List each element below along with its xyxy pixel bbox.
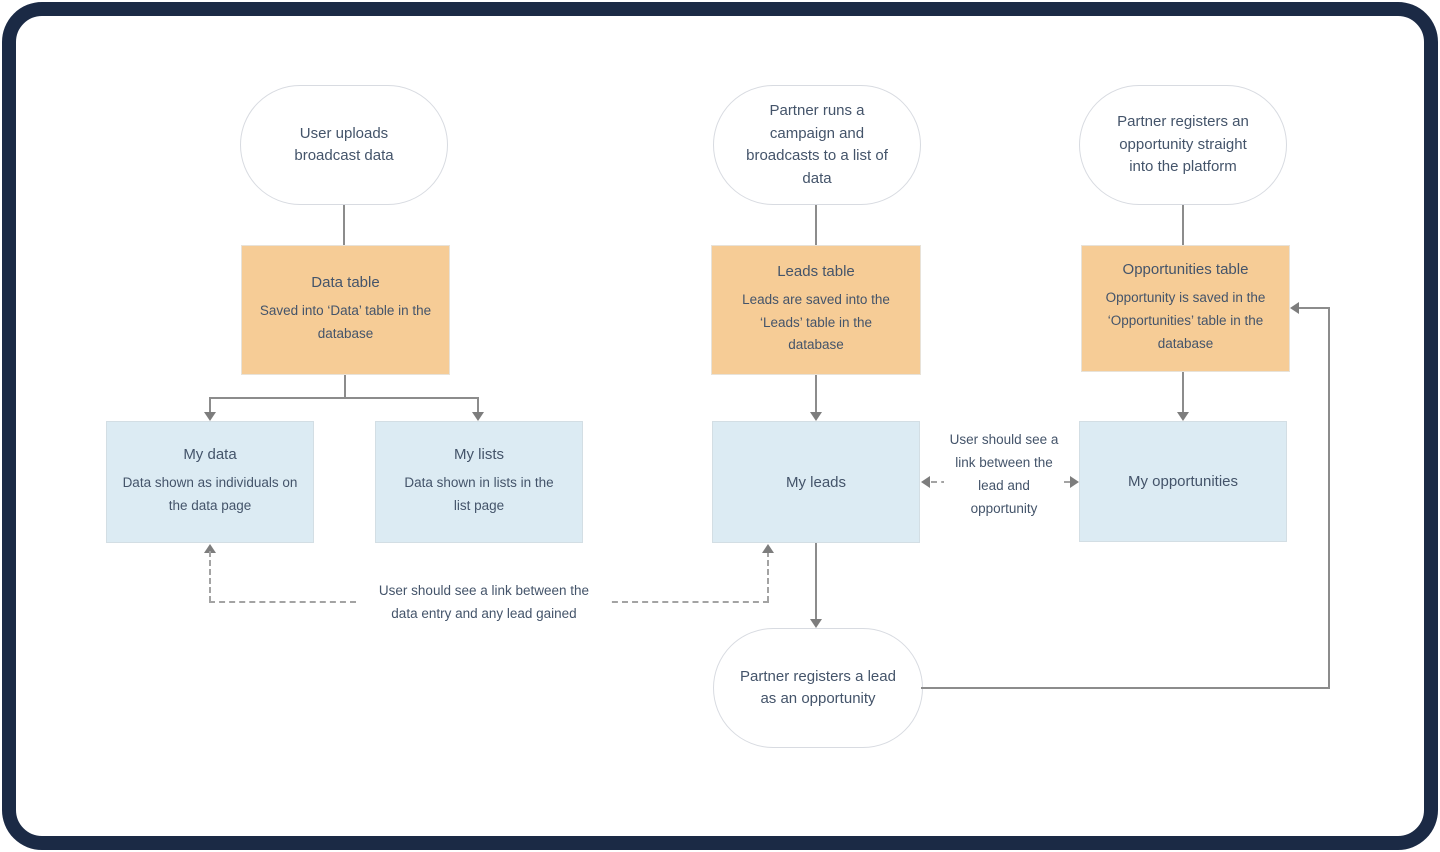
page-node-title: My opportunities	[1127, 473, 1239, 490]
start-node-label: Partner registers an opportunity straigh…	[1117, 113, 1249, 176]
connector-branch-to-my-data	[209, 397, 211, 414]
table-node-desc: Saved into ‘Data’ table in the database	[259, 303, 432, 341]
connector-branch-to-my-lists	[477, 397, 479, 414]
dashed-connector-data-lead-left	[209, 551, 211, 602]
annotation-lead-opportunity-link: User should see a link between the lead …	[944, 429, 1064, 521]
table-node-title: Opportunities table	[1122, 261, 1249, 279]
process-node-register-lead-as-opportunity: Partner registers a lead as an opportuni…	[713, 628, 923, 748]
start-node-partner-campaign: Partner runs a campaign and broadcasts t…	[713, 85, 921, 205]
table-node-title: Data table	[311, 274, 380, 292]
connector-elbow-into-opportunities-table	[1299, 307, 1330, 309]
page-node-title: My leads	[785, 473, 847, 491]
annotation-data-lead-link: User should see a link between the data …	[360, 580, 608, 626]
arrowhead-into-my-leads	[810, 412, 822, 421]
arrowhead-dashed-into-my-opportunities	[1070, 476, 1079, 488]
connector-data-table-branch	[209, 397, 479, 399]
connector-leads-table-to-my-leads	[815, 375, 817, 414]
page-node-title: My lists	[454, 446, 504, 464]
table-node-opportunities: Opportunities table Opportunity is saved…	[1081, 245, 1290, 372]
table-node-desc: Leads are saved into the ‘Leads’ table i…	[742, 291, 890, 353]
page-node-desc: Data shown in lists in the list page	[404, 475, 554, 513]
connector-my-leads-to-register-node	[815, 543, 817, 621]
arrowhead-into-register-node	[810, 619, 822, 628]
page-node-desc: Data shown as individuals on the data pa…	[122, 475, 298, 513]
page-node-my-leads: My leads	[712, 421, 920, 543]
dashed-connector-data-lead-right	[767, 551, 769, 602]
arrowhead-into-my-lists	[472, 412, 484, 421]
table-node-title: Leads table	[777, 262, 855, 280]
start-node-label: User uploads broadcast data	[294, 124, 394, 165]
arrowhead-dashed-into-my-leads-bottom	[762, 544, 774, 553]
start-node-label: Partner runs a campaign and broadcasts t…	[746, 102, 888, 187]
start-node-user-uploads: User uploads broadcast data	[240, 85, 448, 205]
page-node-my-opportunities: My opportunities	[1079, 421, 1287, 542]
arrowhead-dashed-into-my-data	[204, 544, 216, 553]
connector-opportunities-table-to-my-opportunities	[1182, 372, 1184, 414]
connector-register-to-opportunities-table	[1182, 205, 1184, 245]
start-node-partner-registers: Partner registers an opportunity straigh…	[1079, 85, 1287, 205]
connector-register-node-elbow-vertical	[1328, 308, 1330, 689]
table-node-leads: Leads table Leads are saved into the ‘Le…	[711, 245, 921, 375]
arrowhead-dashed-into-my-leads	[921, 476, 930, 488]
connector-upload-to-data-table	[343, 205, 345, 245]
table-node-data: Data table Saved into ‘Data’ table in th…	[241, 245, 450, 375]
arrowhead-into-opportunities-table	[1290, 302, 1299, 314]
connector-data-table-branch-stem	[344, 375, 346, 399]
process-node-label: Partner registers a lead as an opportuni…	[740, 667, 896, 708]
page-node-my-data: My data Data shown as individuals on the…	[106, 421, 314, 543]
arrowhead-into-my-data	[204, 412, 216, 421]
page-node-my-lists: My lists Data shown in lists in the list…	[375, 421, 583, 543]
connector-campaign-to-leads-table	[815, 205, 817, 245]
page-node-title: My data	[183, 446, 237, 464]
arrowhead-into-my-opportunities	[1177, 412, 1189, 421]
table-node-desc: Opportunity is saved in the ‘Opportuniti…	[1105, 290, 1266, 351]
connector-register-node-elbow-horizontal	[921, 687, 1330, 689]
